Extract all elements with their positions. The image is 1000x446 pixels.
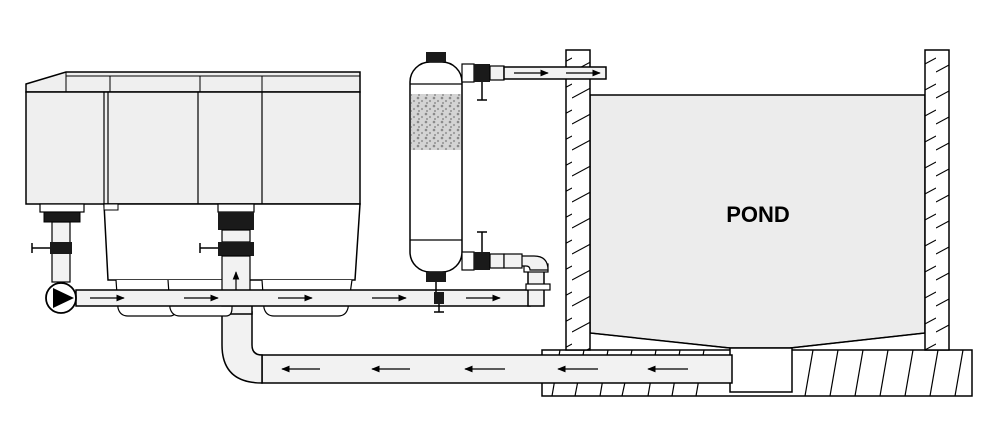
pond-label: POND <box>726 202 790 227</box>
pump <box>45 282 77 314</box>
uv-to-pond-pipe <box>503 66 607 80</box>
pond: POND <box>565 49 950 351</box>
pond-wall-left <box>565 49 591 351</box>
filter-outlet <box>31 203 85 283</box>
return-pipe <box>221 301 733 384</box>
filter-media <box>411 94 461 150</box>
pond-wall-right <box>924 49 950 351</box>
pump-to-uv-pipe <box>75 255 551 313</box>
filter-box <box>25 71 361 317</box>
bottom-drain <box>729 347 793 393</box>
uv-clarifier <box>409 52 523 292</box>
